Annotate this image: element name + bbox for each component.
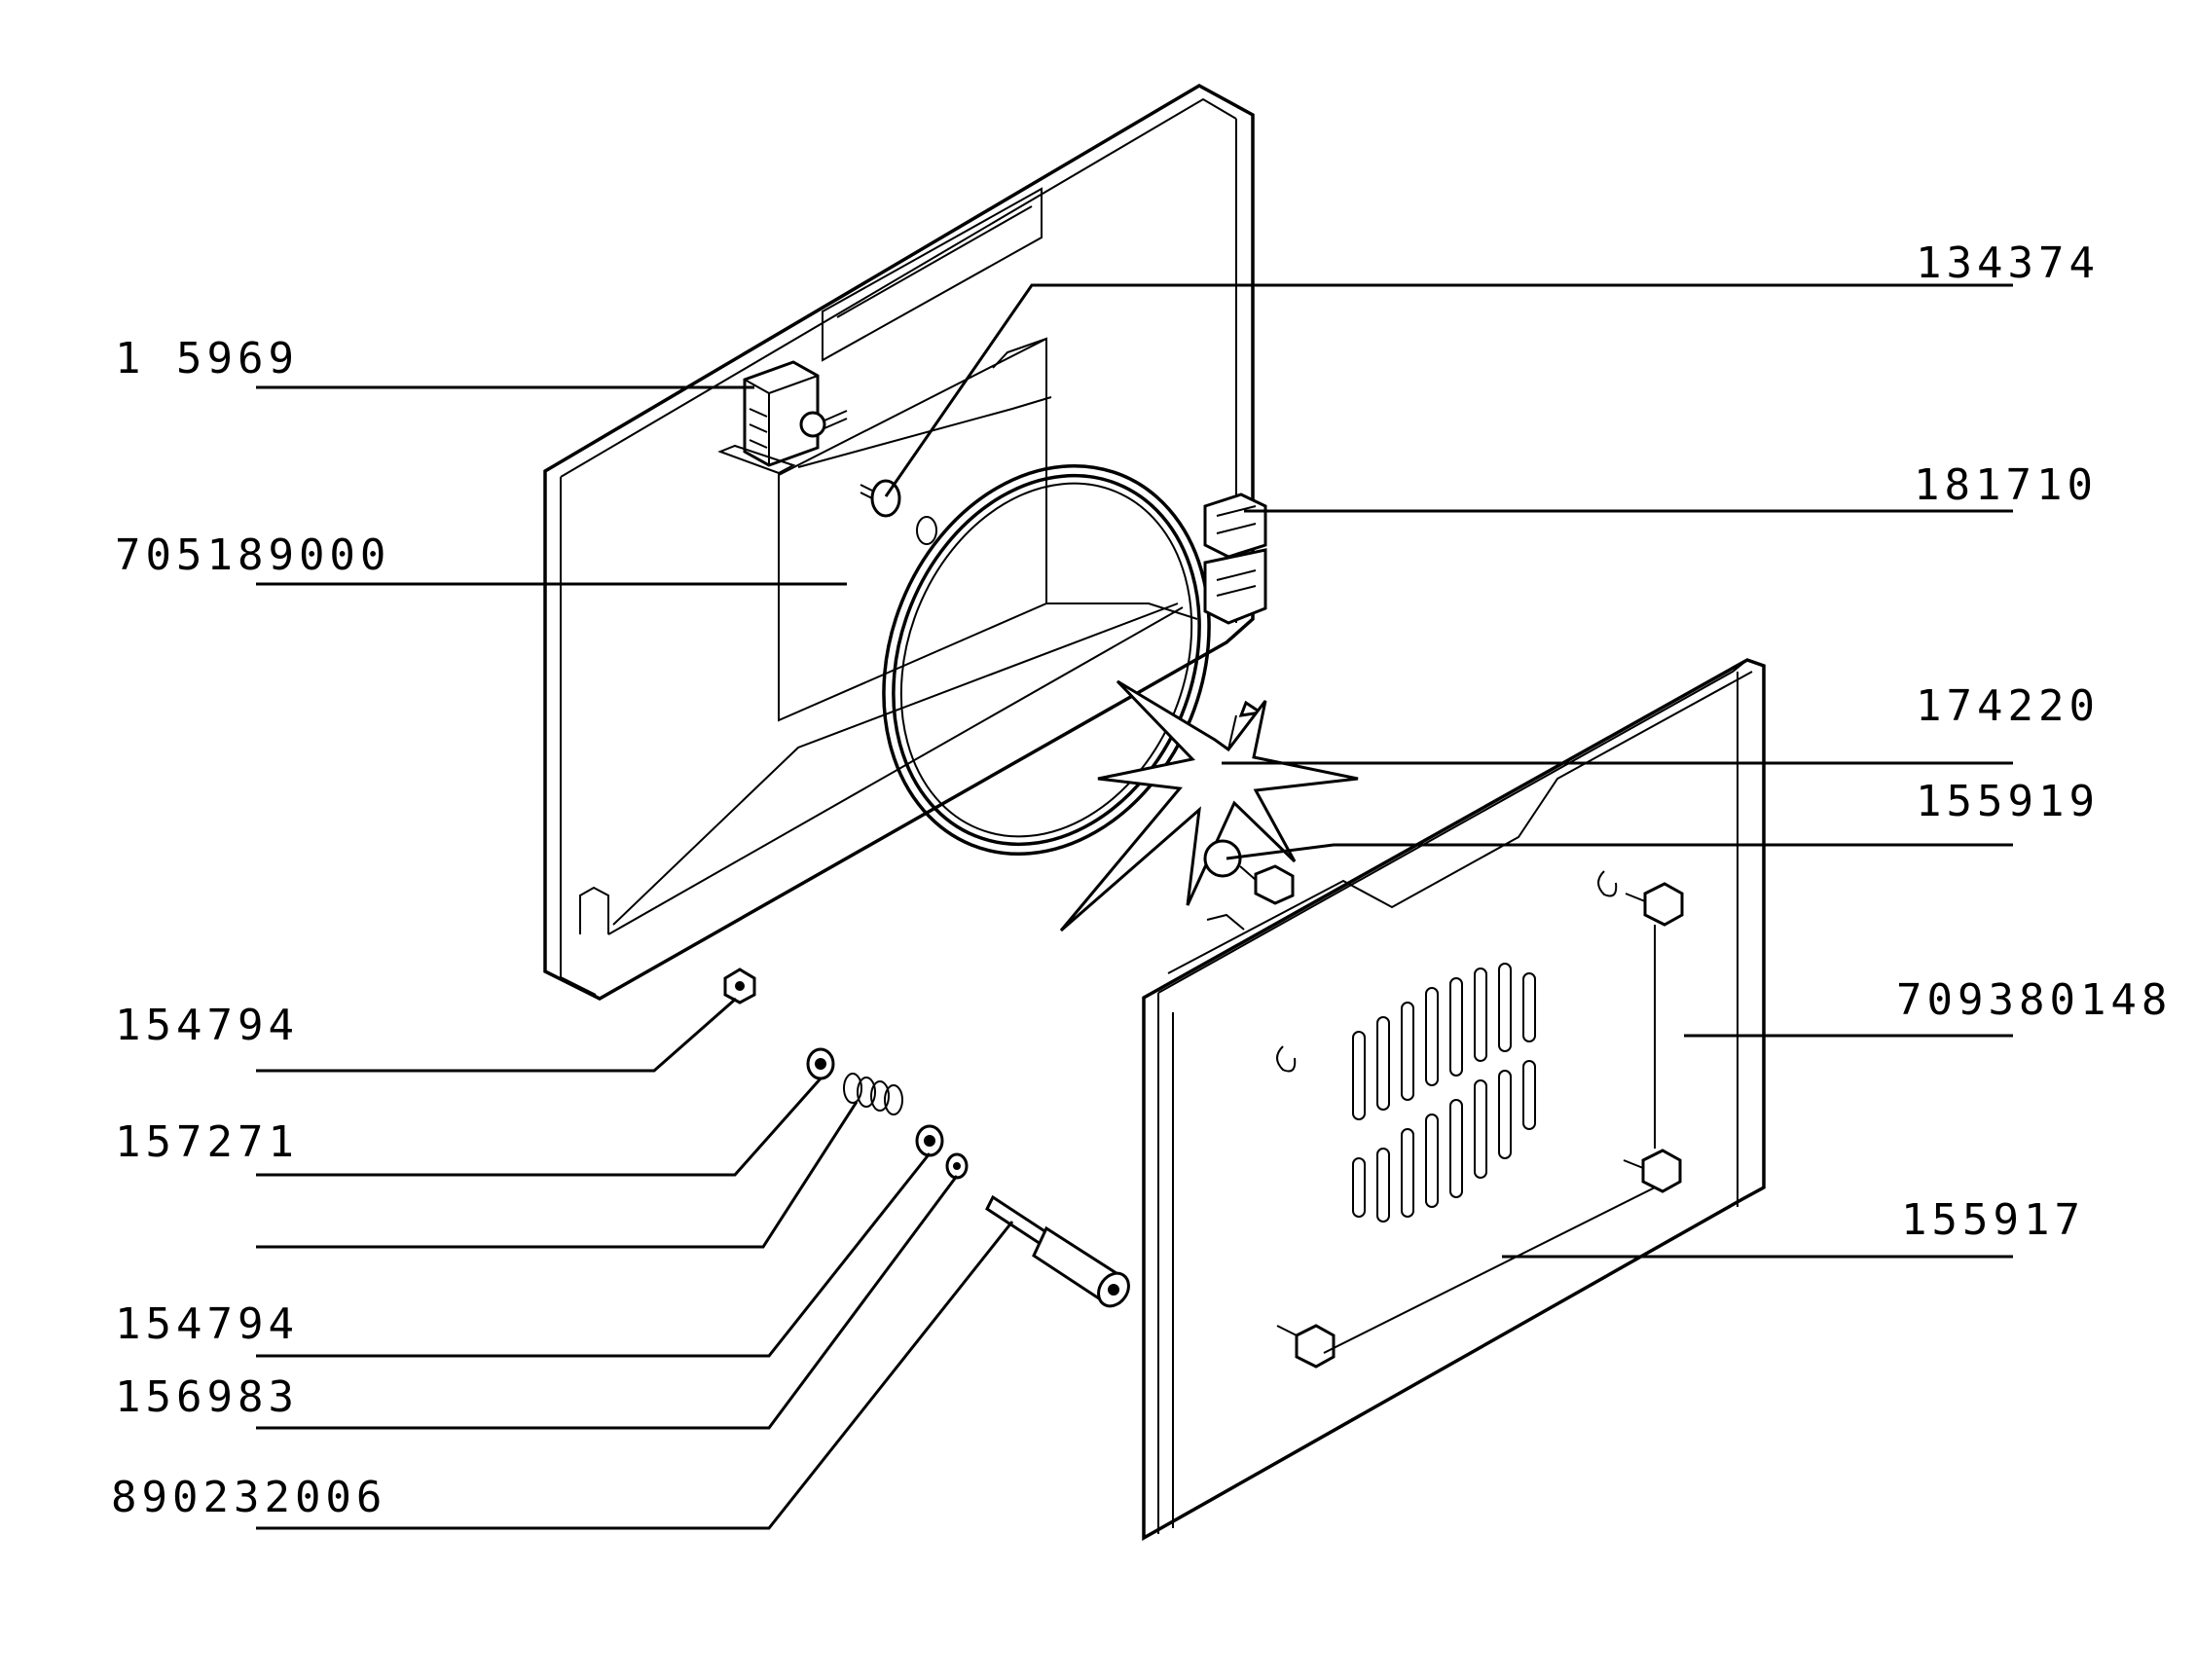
circular-heating-element xyxy=(882,463,1267,857)
label-181710: 181710 xyxy=(1914,460,2098,510)
label-134374: 134374 xyxy=(1916,238,2100,288)
screw-134374 xyxy=(860,479,901,518)
fan-blade xyxy=(1059,679,1359,932)
label-115969: 1 5969 xyxy=(115,334,299,383)
cover-screw-right xyxy=(1623,1149,1682,1193)
label-154794-bottom: 154794 xyxy=(115,1299,299,1349)
vent-slots xyxy=(1352,963,1536,1223)
label-174220: 174220 xyxy=(1916,681,2100,731)
label-709380148: 709380148 xyxy=(1896,975,2172,1025)
washer-154794 xyxy=(915,1124,944,1157)
leader-lines xyxy=(256,283,2013,1530)
washer-157271 xyxy=(806,1047,835,1080)
label-156983: 156983 xyxy=(115,1372,299,1422)
label-155917: 155917 xyxy=(1901,1195,2085,1245)
label-890232006: 890232006 xyxy=(111,1473,386,1522)
spring xyxy=(843,1073,903,1115)
label-154794-top: 154794 xyxy=(115,1001,299,1050)
cover-screw-left xyxy=(1276,1324,1336,1369)
label-705189000: 705189000 xyxy=(115,530,390,580)
switch-part xyxy=(717,360,848,475)
nut-154794 xyxy=(723,968,756,1004)
part-labels: 134374 1 5969 181710 705189000 174220 15… xyxy=(111,238,2172,1522)
label-157271: 157271 xyxy=(115,1117,299,1167)
washer-156983 xyxy=(945,1152,969,1180)
label-155919: 155919 xyxy=(1916,777,2100,826)
shaft-890232006 xyxy=(985,1194,1130,1308)
cover-screw-top xyxy=(1625,882,1684,927)
back-panel xyxy=(543,83,1255,1001)
front-cover-panel xyxy=(1142,658,1766,1542)
